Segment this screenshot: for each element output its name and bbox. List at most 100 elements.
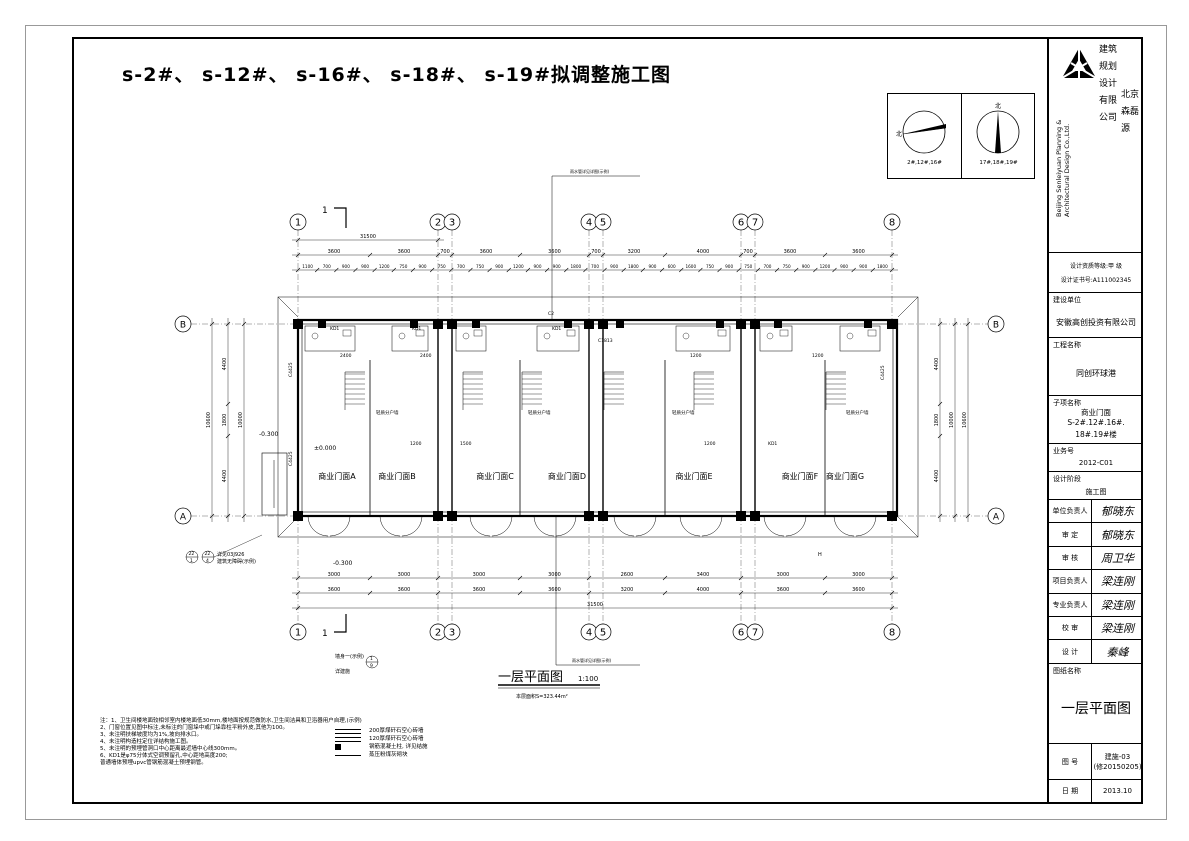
general-notes: 注：1、卫生间楼地面较相邻室内楼地面低30mm,楼地面按规范做防水,卫生间洁具和… [100,718,362,767]
svg-text:900: 900 [495,264,503,269]
compass-left-caption: 2#,12#,16# [907,160,942,166]
compass-left-icon: 北 [896,110,947,154]
svg-text:3600: 3600 [480,249,493,255]
client-block: 建设单位 安徽高创投资有限公司 [1049,292,1143,337]
role-title: 项目负责人 [1049,570,1092,593]
north-arrows: 北 2#,12#,16# 北 17#,18#,19# [887,93,1035,179]
role-row-2: 审 定郁晓东 [1049,522,1143,546]
shop-label-d: 商业门面D [548,471,586,481]
grid-bubble-2: 2 [435,628,441,639]
shop-doors [307,515,877,537]
title-block: 建筑规划设计有限公司 北京森磊源 Beijing Senleiyuan Plan… [1047,37,1143,804]
svg-text:C4425: C4425 [288,362,294,377]
svg-text:10600: 10600 [962,412,968,428]
svg-text:900: 900 [725,264,733,269]
drawing-title: s-2#、 s-12#、 s-16#、 s-18#、 s-19#拟调整施工图 [122,64,672,86]
column-6-b [736,319,746,329]
level-ramp: -0.300 [259,431,279,438]
svg-text:1800: 1800 [934,414,940,427]
svg-text:900: 900 [553,264,561,269]
svg-text:700: 700 [457,264,465,269]
svg-text:3400: 3400 [697,572,710,578]
grid-bubble-7: 7 [752,218,758,229]
svg-text:4400: 4400 [934,358,940,371]
svg-text:1200: 1200 [513,264,524,269]
svg-text:3600: 3600 [784,249,797,255]
svg-text:C2: C2 [548,311,554,317]
column-5-b [598,319,608,329]
building-walls [296,318,899,518]
legend-item-2: 120厚煤矸石空心砖墙 [335,735,428,743]
svg-text:C4425: C4425 [880,365,886,380]
svg-text:900: 900 [859,264,867,269]
note-line-7: 普通墙体预埋upvc管钢筋混凝土预埋钢管。 [100,760,207,766]
grid-bubble-2: 2 [435,218,441,229]
date-block: 日 期 2013.10 [1049,779,1143,802]
svg-text:750: 750 [783,264,791,269]
role-signature: 郁晓东 [1101,528,1134,542]
svg-text:1200: 1200 [820,264,831,269]
legend-item-1: 200厚煤矸石空心砖墙 [335,727,428,735]
compass-right-caption: 17#,18#,19# [979,160,1018,166]
grid-bubble-6: 6 [738,218,744,229]
role-title: 设 计 [1049,640,1092,663]
grid-bubble-4: 4 [586,218,592,229]
note-line-2: 2、门窗位置见图中标注,未标注的门窗垛中或门垛靠柱平粉外皮,其他为100。 [100,725,288,731]
role-signature: 秦峰 [1106,645,1129,659]
role-title: 校 审 [1049,617,1092,640]
svg-text:3000: 3000 [398,572,411,578]
north-arrow-right: 北 17#,18#,19# [962,94,1035,178]
grid-bubble-4: 4 [586,628,592,639]
grid-bubble-6: 6 [738,628,744,639]
company-name-cn-2: 北京森磊源 [1121,90,1140,134]
svg-text:3600: 3600 [328,587,341,593]
role-signature: 梁连刚 [1101,622,1134,636]
grid-bubble-3: 3 [449,218,455,229]
grid-bubble-B: B [180,321,186,331]
svg-text:2600: 2600 [621,572,634,578]
grid-bubble-3: 3 [449,628,455,639]
svg-text:700: 700 [440,249,450,255]
column-3-b [447,319,457,329]
company-name-en: Beijing Senleiyuan Planning & Architectu… [1055,119,1071,217]
svg-text:1800: 1800 [877,264,888,269]
svg-text:3600: 3600 [548,587,561,593]
compass-left-north: 北 [896,130,902,138]
plan-area: 本层面积S=323.44m² [516,693,568,700]
svg-text:3600: 3600 [398,587,411,593]
grid-bubble-A: A [180,513,187,523]
grid-bubble-1: 1 [295,218,301,229]
structural-columns [293,319,897,521]
grid-bubble-A: A [993,513,1000,523]
design-stage-block: 设计阶段 施工图 [1049,471,1143,499]
svg-text:900: 900 [802,264,810,269]
shop-label-f: 商业门面F [782,471,819,481]
project-block: 工程名称 同创环球港 [1049,337,1143,395]
column-1-b [293,319,303,329]
svg-text:H: H [818,552,822,558]
svg-text:1800: 1800 [571,264,582,269]
role-row-3: 审 核周卫华 [1049,545,1143,570]
role-signature: 郁晓东 [1101,505,1134,519]
note-line-6: 6、KD1是φ75分体式空调预留孔,中心距地高度200; [100,753,228,759]
grid-bubble-B: B [993,321,999,331]
grid-bubble-8: 8 [889,218,895,229]
svg-text:900: 900 [534,264,542,269]
svg-text:4000: 4000 [697,249,710,255]
svg-text:700: 700 [591,264,599,269]
svg-text:700: 700 [763,264,771,269]
legend-label: 120厚煤矸石空心砖墙 [369,735,424,742]
shop-label-c: 商业门面C [476,471,514,481]
svg-text:3600: 3600 [548,249,561,255]
role-title: 专业负责人 [1049,593,1092,616]
svg-text:3000: 3000 [473,572,486,578]
legend-swatch [335,754,361,756]
svg-text:900: 900 [610,264,618,269]
shop-label-e: 商业门面E [675,471,712,481]
column-2-b [433,319,443,329]
svg-text:10000: 10000 [238,412,244,428]
drawing-number-block: 图 号 建施-03 (修20150205) [1049,743,1143,779]
